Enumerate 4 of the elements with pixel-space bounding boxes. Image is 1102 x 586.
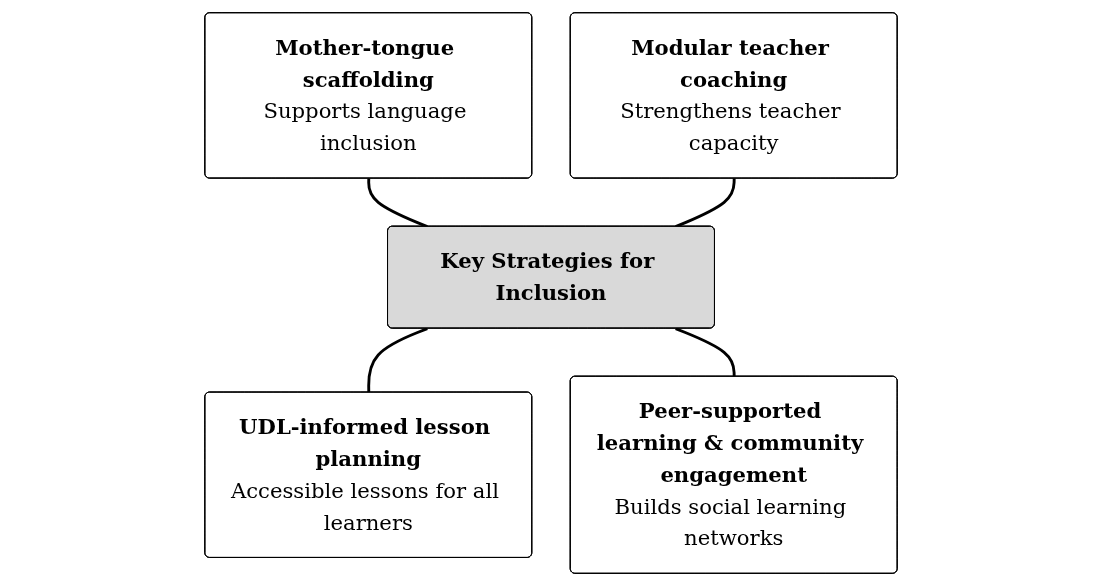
connector [367, 178, 428, 228]
connector [675, 178, 736, 228]
connector [675, 327, 736, 377]
connector [367, 327, 428, 393]
